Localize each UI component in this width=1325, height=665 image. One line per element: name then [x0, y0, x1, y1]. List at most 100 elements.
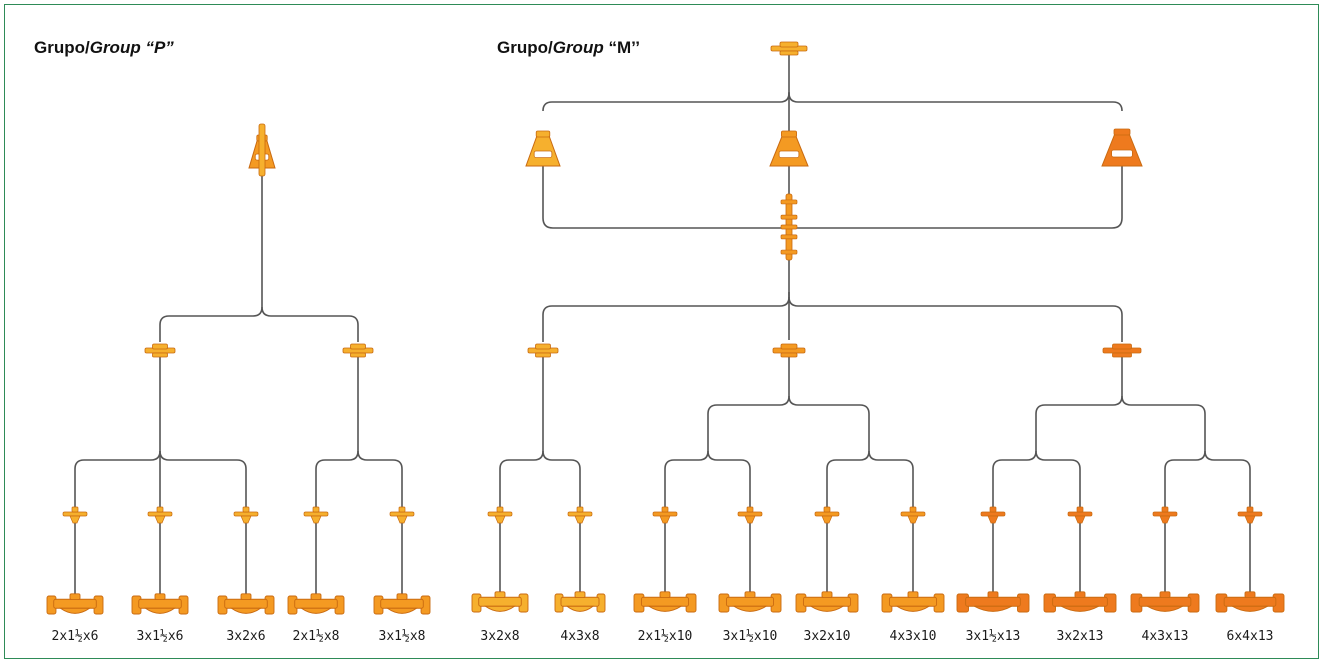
m-plate-right: [1102, 343, 1142, 358]
m-loop-bottom: [542, 217, 1123, 229]
p-size-label-4: 3x1½x8: [379, 629, 426, 644]
m-casing-5: [881, 591, 945, 613]
m-casing-7: [1043, 591, 1117, 613]
m-branch-c-arm-0: [1035, 395, 1123, 415]
m-casing-4-nozzle: [821, 591, 833, 599]
p-casing-0-volute: [59, 607, 91, 614]
m-fitting-7: [1067, 506, 1093, 524]
m-fitting-1-cone: [574, 515, 586, 524]
p-fitting-0: [62, 506, 88, 524]
m-casing-2-barrel: [640, 596, 690, 607]
m-size-label-1: 4x3x8: [560, 629, 599, 644]
m-fitting-2: [652, 506, 678, 524]
m-bracket-left: [525, 130, 561, 167]
p-fitting-3-disc: [303, 511, 329, 517]
m-fitting-2-top: [661, 506, 669, 513]
m-fitting-3-disc: [737, 511, 763, 517]
m-casing-4: [795, 591, 859, 613]
p-plate-right: [342, 343, 374, 358]
m-center-shaft: [780, 193, 798, 261]
m-fitting-0-top: [496, 506, 504, 513]
m-fitting-8-disc: [1152, 511, 1178, 517]
m-plate-left: [527, 343, 559, 358]
m-fitting-2-cone: [659, 515, 671, 524]
p-casing-2-volute: [230, 607, 262, 614]
p-casing-2-barrel: [224, 598, 268, 609]
m-casing-9-volute: [1230, 605, 1270, 612]
m-fitting-7-cone: [1074, 515, 1086, 524]
m-branch-b1-arm-1: [707, 450, 751, 470]
p-casing-2: [217, 593, 275, 615]
p-fitting-4: [389, 506, 415, 524]
p-plate-left: [144, 343, 176, 358]
p-casing-4-nozzle: [396, 593, 408, 601]
m-bracket-right-collar: [1113, 128, 1131, 136]
m-plate-right-hub: [1112, 343, 1132, 350]
m-plate-right-boss: [1112, 352, 1132, 358]
m-fitting-3-top: [746, 506, 754, 513]
m-plate-center-boss: [780, 352, 798, 358]
m-size-label-9: 6x4x13: [1227, 629, 1274, 644]
m-casing-8: [1130, 591, 1200, 613]
p-fitting-3-cone: [310, 515, 322, 524]
m-casing-9-nozzle: [1244, 591, 1256, 599]
p-fitting-4-top: [398, 506, 406, 513]
m-branch-b2-arm-1: [868, 450, 914, 470]
p-size-label-1: 3x1½x6: [137, 629, 184, 644]
m-top-plate-boss: [779, 50, 799, 56]
p-fitting-0-disc: [62, 511, 88, 517]
m-size-label-3: 3x1½x10: [723, 629, 778, 644]
p-fitting-1-cone: [154, 515, 166, 524]
m-casing-2-volute: [647, 605, 683, 612]
m-fitting-6: [980, 506, 1006, 524]
m-casing-9: [1215, 591, 1285, 613]
p-casing-3-volute: [300, 607, 332, 614]
m-casing-6: [956, 591, 1030, 613]
m-branch-top-arm-1: [788, 92, 1123, 112]
m-fitting-8: [1152, 506, 1178, 524]
p-plate-left-hub: [152, 343, 168, 350]
p-casing-4-volute: [386, 607, 418, 614]
p-fitting-3-top: [312, 506, 320, 513]
m-fitting-1-disc: [567, 511, 593, 517]
m-size-label-5: 4x3x10: [890, 629, 937, 644]
m-casing-5-volute: [895, 605, 931, 612]
m-casing-7-barrel: [1052, 596, 1108, 607]
m-fitting-1-top: [576, 506, 584, 513]
p-casing-0: [46, 593, 104, 615]
m-fitting-9-cone: [1244, 515, 1256, 524]
p-casing-1-volute: [144, 607, 176, 614]
m-center-shaft-ring-4: [780, 249, 798, 255]
m-branch-b2-arm-0: [826, 450, 870, 470]
m-branch-c2-arm-0: [1164, 450, 1206, 470]
p-branch-right-arm-1: [357, 450, 403, 470]
p-casing-1: [131, 593, 189, 615]
p-branch-1-arm-1: [261, 306, 359, 326]
p-branch-left-arm-0: [74, 450, 161, 470]
m-fitting-3: [737, 506, 763, 524]
m-casing-8-barrel: [1138, 596, 1192, 607]
m-branch-c1-arm-1: [1035, 450, 1081, 470]
p-fitting-0-top: [71, 506, 79, 513]
p-size-label-2: 3x2x6: [226, 629, 265, 644]
m-branch-b-arm-0: [707, 395, 790, 415]
p-plate-right-hub: [350, 343, 366, 350]
m-size-label-2: 2x1½x10: [638, 629, 693, 644]
m-casing-3-nozzle: [744, 591, 756, 599]
m-branch-c-arm-1: [1121, 395, 1206, 415]
p-fitting-1-top: [156, 506, 164, 513]
m-casing-4-barrel: [802, 596, 852, 607]
p-fitting-2-disc: [233, 511, 259, 517]
m-casing-8-volute: [1145, 605, 1185, 612]
m-branch-b-arm-1: [788, 395, 870, 415]
m-bracket-right-window: [1111, 149, 1133, 158]
diagram-frame: [4, 4, 1319, 659]
m-branch-a-arm-1: [542, 450, 581, 470]
p-casing-4: [373, 593, 431, 615]
m-casing-6-nozzle: [987, 591, 999, 599]
m-casing-2-nozzle: [659, 591, 671, 599]
m-casing-5-barrel: [888, 596, 938, 607]
p-fitting-1: [147, 506, 173, 524]
m-fitting-1: [567, 506, 593, 524]
